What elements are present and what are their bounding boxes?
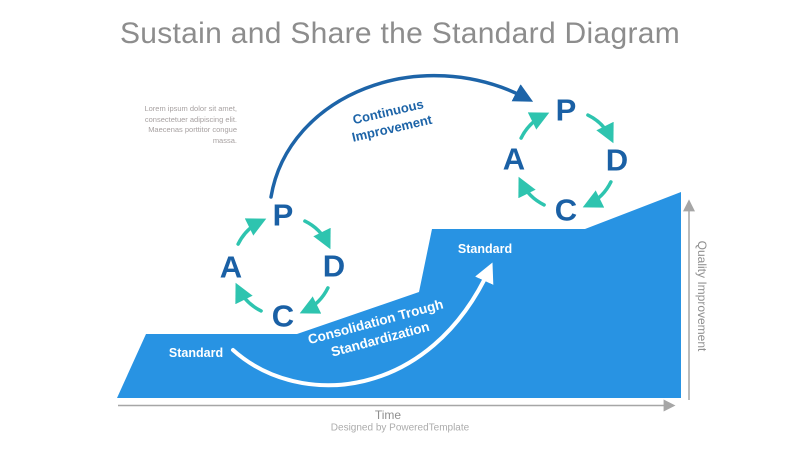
description-line: Lorem ipsum dolor sit amet, [144,104,237,113]
pdca2-letter-do: D [605,142,629,178]
pdca2-arrow-check-to-act [518,176,546,207]
description-line: consectetuer adipiscing elit. [144,114,237,124]
slide-title: Sustain and Share the Standard Diagram [119,17,681,50]
pdca1-letter-do: D [322,248,346,284]
stairs-shape [117,192,681,398]
pdca-cycle-2-arrows [518,112,614,208]
pdca2-arrow-act-to-plan [519,112,550,140]
credit-label: Designed by PoweredTemplate [330,422,470,434]
time-axis-label: Time [374,408,402,422]
consolidation-arrow [231,262,494,388]
standard-label-step1: Standard [168,346,224,360]
pdca1-arrow-check-to-act [235,282,263,313]
pdca1-arrow-plan-to-do [303,219,331,250]
pdca2-arrow-do-to-check [582,180,613,208]
standard-label-step2: Standard [457,242,513,256]
pdca2-letter-plan: P [555,92,577,128]
description-text: Lorem ipsum dolor sit amet, consectetuer… [102,104,237,146]
pdca2-letter-act: A [502,141,526,177]
description-line: Maecenas porttitor congue [148,125,237,134]
pdca-cycle-1-arrows [235,218,331,314]
pdca2-letter-check: C [554,192,578,228]
pdca1-letter-check: C [271,298,295,334]
quality-axis-label: Quality Improvement [695,240,709,352]
continuous-improvement-arrow [269,74,534,199]
pdca1-arrow-act-to-plan [236,218,267,246]
description-line: massa. [212,135,237,145]
pdca1-arrow-do-to-check [299,286,330,314]
pdca1-letter-act: A [219,249,243,285]
pdca2-arrow-plan-to-do [586,113,614,144]
pdca1-letter-plan: P [272,197,294,233]
